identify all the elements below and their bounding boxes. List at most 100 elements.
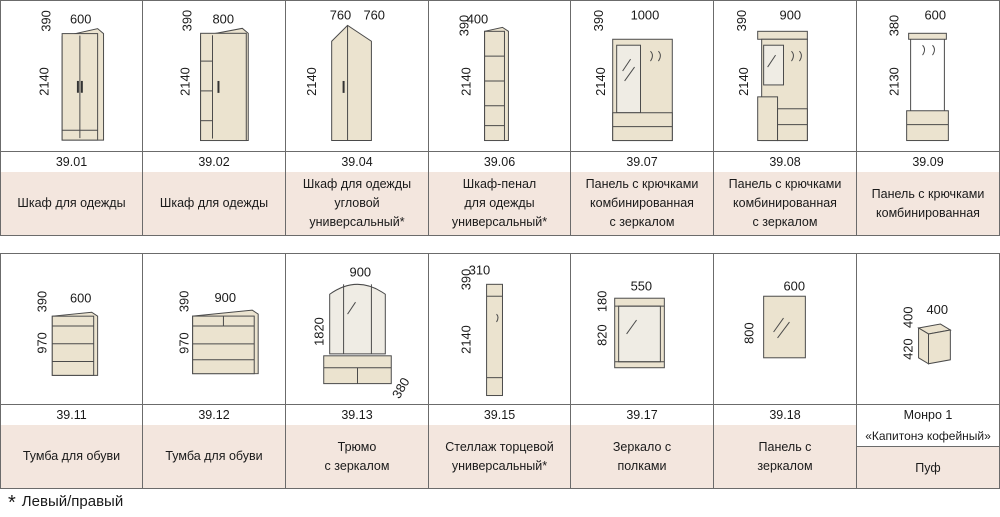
product-code: 39.04: [286, 151, 429, 172]
product-name: Шкаф для одежды: [159, 196, 269, 210]
catalog-row-1-codes: 39.01 39.02 39.04 39.06 39.07 39.08 39.0…: [0, 151, 1000, 173]
product-code: 39.06: [429, 151, 571, 172]
dim-width: 760: [330, 7, 352, 22]
product-name-cell: Зеркало с полками: [571, 425, 714, 488]
product-name-cell: Шкаф для одежды: [0, 172, 143, 235]
product-name-cell: Шкаф-пенал для одежды универсальный*: [429, 172, 571, 235]
dim-width: 400: [467, 11, 489, 26]
dim-width-2: 760: [363, 7, 385, 22]
mirror-panel-drawing: 600 800: [742, 278, 806, 359]
product-name-cell: Панель с крючками комбинированная: [857, 172, 1000, 235]
product-subtitle: «Капитонэ кофейный»: [857, 425, 999, 447]
product-image-39-09: 600 380 2130: [857, 1, 1000, 151]
dim-width: 550: [631, 278, 653, 293]
shoe-cabinet-drawing: 900 390 970: [177, 290, 259, 375]
dim-height: 1820: [312, 317, 327, 346]
dim-depth: 390: [459, 269, 474, 291]
wardrobe-drawing: 600 390 2140: [36, 10, 105, 141]
product-image-39-01: 600 390 2140: [0, 1, 143, 151]
dim-width: 310: [469, 262, 491, 277]
product-name: Панель с крючками комбинированная с зерк…: [585, 177, 699, 229]
product-code: 39.13: [286, 404, 429, 425]
catalog-row-2-images: 600 390 970 900 390 970 900 1820 380: [0, 253, 1000, 405]
dim-height: 2140: [304, 67, 319, 96]
product-image-39-11: 600 390 970: [0, 254, 143, 404]
product-code: Монро 1: [857, 404, 1000, 425]
product-code: 39.17: [571, 404, 714, 425]
shoe-cabinet-drawing: 600 390 970: [34, 290, 99, 376]
dim-height: 2140: [459, 325, 474, 354]
product-image-39-15: 310 390 2140: [429, 254, 571, 404]
product-code: 39.09: [857, 151, 1000, 172]
product-name-cell: Панель с крючками комбинированная с зерк…: [571, 172, 714, 235]
dim-width: 800: [213, 11, 235, 26]
dim-depth: 390: [180, 10, 195, 32]
product-image-39-06: 400 390 2140: [429, 1, 571, 151]
dim-depth: 390: [457, 15, 472, 37]
product-image-39-02: 800 390 2140: [143, 1, 286, 151]
product-name: Тумба для обуви: [165, 449, 263, 463]
hall-panel-drawing: 1000 390 2140: [591, 7, 673, 142]
product-code: 39.15: [429, 404, 571, 425]
product-name: Пуф: [857, 447, 999, 488]
product-name: Панель с крючками комбинированная: [871, 186, 985, 220]
catalog-row-1-images: 600 390 2140 800 390 2140 760: [0, 0, 1000, 152]
product-name: Панель с зеркалом: [757, 439, 813, 473]
product-code: 39.02: [143, 151, 286, 172]
pouf-drawing: 400 400 420: [901, 302, 952, 365]
dim-width: 1000: [631, 7, 660, 22]
product-image-39-07: 1000 390 2140: [571, 1, 714, 151]
product-name: Шкаф для одежды угловой универсальный*: [302, 177, 412, 229]
product-image-39-13: 900 1820 380: [286, 254, 429, 404]
dim-depth: 390: [38, 10, 53, 31]
product-image-39-17: 550 180 820: [571, 254, 714, 404]
product-image-39-18: 600 800: [714, 254, 857, 404]
product-name: Зеркало с полками: [612, 439, 672, 473]
footnote: *Левый/правый: [8, 492, 123, 515]
product-name-cell: «Капитонэ кофейный» Пуф: [857, 425, 1000, 488]
product-code: 39.11: [0, 404, 143, 425]
corner-wardrobe-drawing: 760 760 2140: [304, 7, 385, 142]
dim-width: 900: [214, 290, 236, 305]
dim-height: 2130: [887, 67, 902, 96]
dim-height: 2140: [736, 67, 751, 96]
product-name-cell: Стеллаж торцевой универсальный*: [429, 425, 571, 488]
dim-depth: 400: [901, 306, 916, 328]
pencil-case-drawing: 400 390 2140: [457, 11, 509, 142]
product-name: Шкаф для одежды: [17, 196, 126, 210]
product-code: 39.12: [143, 404, 286, 425]
dim-depth: 390: [734, 10, 749, 32]
catalog-row-2-names: Тумба для обуви Тумба для обуви Трюмо с …: [0, 425, 1000, 489]
product-image-39-08: 900 390 2140: [714, 1, 857, 151]
product-name: Стеллаж торцевой универсальный*: [445, 439, 554, 473]
mirror-table-drawing: 900 1820 380: [312, 264, 413, 401]
dim-height: 2140: [593, 67, 608, 96]
end-shelf-drawing: 310 390 2140: [459, 262, 503, 397]
product-name: Тумба для обуви: [22, 449, 121, 463]
product-name-cell: Тумба для обуви: [0, 425, 143, 488]
dim-width: 400: [927, 302, 949, 317]
product-name: Панель с крючками комбинированная с зерк…: [728, 177, 842, 229]
product-code: 39.01: [0, 151, 143, 172]
product-name: Шкаф-пенал для одежды универсальный*: [451, 177, 548, 229]
footnote-text: Левый/правый: [21, 493, 124, 510]
product-code: 39.08: [714, 151, 857, 172]
catalog-row-2-codes: 39.11 39.12 39.13 39.15 39.17 39.18 Монр…: [0, 404, 1000, 426]
dim-height: 800: [742, 322, 757, 344]
dim-depth: 390: [177, 291, 192, 313]
dim-depth: 390: [34, 291, 49, 312]
product-name-cell: Панель с зеркалом: [714, 425, 857, 488]
dim-width: 900: [780, 7, 802, 22]
product-code: 39.07: [571, 151, 714, 172]
dim-width: 900: [350, 264, 372, 279]
dim-height: 2140: [459, 67, 474, 96]
dim-width: 600: [784, 278, 806, 293]
dim-width: 600: [70, 12, 91, 27]
dim-height: 820: [595, 324, 610, 346]
dim-depth: 180: [595, 291, 610, 313]
dim-height: 970: [34, 332, 49, 353]
dim-height: 2140: [36, 67, 51, 95]
dim-height: 970: [177, 332, 192, 354]
dim-depth: 380: [887, 15, 902, 37]
dim-width: 600: [70, 290, 91, 305]
